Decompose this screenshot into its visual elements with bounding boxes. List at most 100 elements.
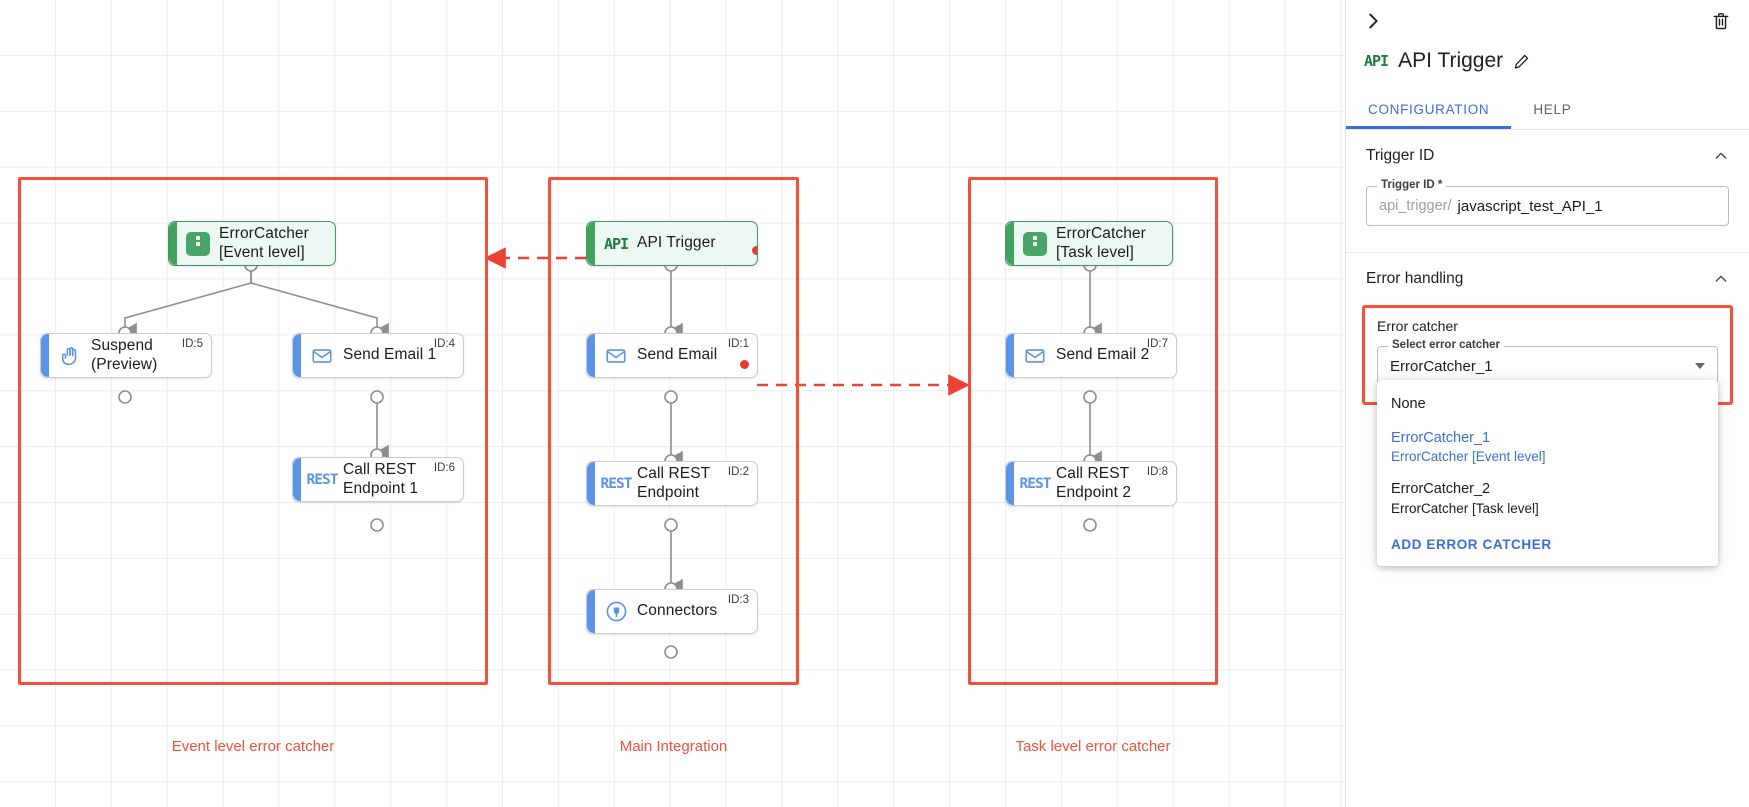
select-error-catcher-value: ErrorCatcher_1 — [1390, 357, 1493, 375]
group-label-task-level: Task level error catcher — [1015, 738, 1171, 755]
error-catcher-highlight-box: Error catcher Select error catcher Error… — [1362, 305, 1733, 567]
node-id-badge: ID:4 — [433, 338, 455, 350]
tab-help[interactable]: HELP — [1533, 102, 1572, 117]
chevron-right-icon[interactable] — [1362, 10, 1384, 32]
error-catcher-icon — [177, 222, 219, 265]
node-accent-bar — [587, 222, 595, 265]
node-label: ErrorCatcher [Event level] — [219, 224, 309, 261]
error-catcher-label: Error catcher — [1377, 318, 1458, 334]
node-label: ErrorCatcher [Task level] — [1056, 224, 1146, 261]
trigger-id-input[interactable]: Trigger ID * api_trigger/ javascript_tes… — [1366, 179, 1729, 226]
trigger-id-prefix: api_trigger/ — [1379, 198, 1452, 214]
node-connectors[interactable]: Connectors ID:3 — [586, 589, 758, 634]
node-send-email[interactable]: Send Email ID:1 — [586, 333, 758, 378]
api-icon: API — [603, 234, 629, 253]
node-label: Send Email 2 — [1056, 346, 1150, 364]
trigger-id-field-wrap: Trigger ID * api_trigger/ javascript_tes… — [1366, 179, 1729, 226]
panel-tabs: CONFIGURATION HELP — [1346, 92, 1749, 130]
rest-icon: REST — [1019, 475, 1052, 492]
node-accent-bar — [1006, 222, 1014, 265]
node-call-rest-endpoint[interactable]: REST Call REST Endpoint ID:2 — [586, 461, 758, 506]
api-badge: API — [1364, 52, 1389, 70]
add-error-catcher-button[interactable]: ADD ERROR CATCHER — [1391, 537, 1552, 553]
group-frame-task-level[interactable] — [968, 177, 1218, 685]
menu-item-errorcatcher-1[interactable]: ErrorCatcher_1 ErrorCatcher [Event level… — [1377, 422, 1718, 474]
menu-item-none[interactable]: None — [1377, 388, 1718, 422]
chevron-down-icon[interactable] — [1695, 363, 1705, 369]
group-frame-main-integration[interactable] — [548, 177, 799, 685]
group-label-main-integration: Main Integration — [619, 738, 728, 755]
chevron-up-icon[interactable] — [1713, 271, 1729, 287]
node-accent-bar — [587, 590, 595, 633]
connectors-icon — [595, 590, 637, 633]
error-link-dot — [752, 246, 757, 255]
node-id-badge: ID:1 — [727, 338, 749, 350]
section-title: Error handling — [1366, 270, 1464, 287]
menu-item-primary: ErrorCatcher_1 — [1391, 429, 1491, 446]
workflow-canvas[interactable]: Event level error catcher Main Integrati… — [0, 0, 1345, 807]
node-accent-bar — [587, 334, 595, 377]
section-header-trigger-id[interactable]: Trigger ID — [1366, 130, 1729, 182]
node-errorcatcher-task-level[interactable]: ErrorCatcher [Task level] — [1005, 221, 1173, 266]
section-trigger-id: Trigger ID Trigger ID * api_trigger/ jav… — [1346, 130, 1749, 253]
menu-item-errorcatcher-2[interactable]: ErrorCatcher_2 ErrorCatcher [Task level] — [1377, 473, 1718, 525]
group-label-event-level: Event level error catcher — [171, 738, 335, 755]
node-accent-bar — [1006, 462, 1014, 505]
node-send-email-1[interactable]: Send Email 1 ID:4 — [292, 333, 464, 378]
error-catcher-icon — [1014, 222, 1056, 265]
node-id-badge: ID:8 — [1146, 466, 1168, 478]
node-accent-bar — [169, 222, 177, 265]
node-send-email-2[interactable]: Send Email 2 ID:7 — [1005, 333, 1177, 378]
menu-item-secondary: ErrorCatcher [Task level] — [1391, 500, 1539, 516]
node-label: Call REST Endpoint — [637, 464, 711, 501]
node-id-badge: ID:6 — [433, 462, 455, 474]
trash-icon[interactable] — [1711, 10, 1731, 32]
panel-title-row: API API Trigger — [1346, 44, 1749, 78]
menu-item-primary: None — [1391, 396, 1426, 412]
node-accent-bar — [1006, 334, 1014, 377]
envelope-icon — [1014, 334, 1056, 377]
node-label: Call REST Endpoint 1 — [343, 460, 419, 497]
page-title: API Trigger — [1398, 49, 1504, 72]
properties-panel: API API Trigger CONFIGURATION HELP Trigg… — [1345, 0, 1749, 807]
node-id-badge: ID:3 — [727, 594, 749, 606]
hand-icon — [49, 334, 91, 377]
envelope-icon — [301, 334, 343, 377]
chevron-up-icon[interactable] — [1713, 148, 1729, 164]
menu-item-secondary: ErrorCatcher [Event level] — [1391, 449, 1546, 465]
node-accent-bar — [41, 334, 49, 377]
node-id-badge: ID:2 — [727, 466, 749, 478]
tab-configuration[interactable]: CONFIGURATION — [1346, 92, 1511, 129]
node-call-rest-endpoint-1[interactable]: REST Call REST Endpoint 1 ID:6 — [292, 457, 464, 502]
panel-toolbar — [1346, 0, 1749, 44]
error-link-dot — [740, 360, 749, 369]
error-catcher-dropdown-menu[interactable]: None ErrorCatcher_1 ErrorCatcher [Event … — [1377, 380, 1718, 567]
node-errorcatcher-event-level[interactable]: ErrorCatcher [Event level] — [168, 221, 336, 266]
node-api-trigger[interactable]: API API Trigger — [586, 221, 758, 266]
node-accent-bar — [293, 458, 301, 501]
node-suspend[interactable]: Suspend (Preview) ID:5 — [40, 333, 212, 378]
node-accent-bar — [293, 334, 301, 377]
node-accent-bar — [587, 462, 595, 505]
select-error-catcher[interactable]: Select error catcher ErrorCatcher_1 — [1377, 339, 1718, 386]
node-id-badge: ID:5 — [181, 338, 203, 350]
node-label: Suspend (Preview) — [91, 336, 158, 373]
node-label: Send Email 1 — [343, 346, 437, 364]
section-error-handling: Error handling Error catcher Select erro… — [1346, 253, 1749, 567]
section-title: Trigger ID — [1366, 147, 1435, 164]
node-label: Send Email — [637, 346, 718, 364]
group-frame-event-level[interactable] — [18, 177, 488, 685]
node-label: Connectors — [637, 602, 718, 620]
section-header-error-handling[interactable]: Error handling — [1366, 253, 1729, 305]
trigger-id-value: javascript_test_API_1 — [1457, 197, 1603, 215]
node-id-badge: ID:7 — [1146, 338, 1168, 350]
node-label: Call REST Endpoint 2 — [1056, 464, 1132, 501]
node-label: API Trigger — [637, 234, 716, 252]
node-call-rest-endpoint-2[interactable]: REST Call REST Endpoint 2 ID:8 — [1005, 461, 1177, 506]
menu-item-primary: ErrorCatcher_2 — [1391, 481, 1491, 498]
envelope-icon — [595, 334, 637, 377]
rest-icon: REST — [306, 471, 339, 488]
pencil-icon[interactable] — [1513, 53, 1530, 70]
rest-icon: REST — [600, 475, 633, 492]
